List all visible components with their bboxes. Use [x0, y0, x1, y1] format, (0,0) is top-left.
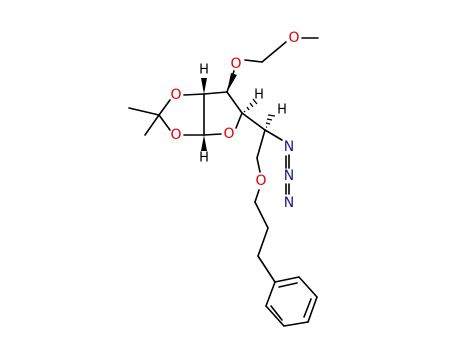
bond-cq-me2 [144, 114, 160, 136]
atom-o-mom: O [230, 56, 241, 72]
atom-o-dioxolane-bottom: O [170, 127, 181, 143]
bond-c3-c2 [203, 91, 228, 95]
bond-c5-n [264, 129, 283, 141]
bond-c4-oring [235, 112, 243, 129]
bond-ph-6 [265, 281, 276, 307]
bond-otop-cq [158, 99, 171, 116]
atom-o-dioxolane-top: O [170, 87, 181, 103]
bond-cc-ph [257, 255, 276, 283]
atom-h-c1: H [199, 151, 209, 166]
wedge-c1-h [201, 135, 207, 151]
atom-o-ether: O [255, 173, 266, 189]
stereo-bond-layer [201, 73, 276, 151]
atom-h-c5: H [277, 103, 287, 118]
hash-c5-h [265, 114, 276, 128]
atom-label-layer: O O O O O O N N N H H H H [170, 30, 299, 211]
bond-ph-5 [265, 305, 285, 327]
atom-n1: N [284, 139, 294, 155]
wedge-c3-o [227, 73, 237, 92]
bond-c2-otop [183, 93, 205, 96]
bond-oether-ca [254, 189, 260, 203]
bond-ph-2 [298, 276, 318, 298]
atom-h-c4: H [254, 88, 264, 103]
bond-ph-inner-1 [278, 282, 298, 288]
wedge-c2-h [201, 78, 207, 94]
bond-c4-c5 [241, 112, 266, 131]
bond-oring-c1 [203, 133, 222, 136]
bond-o-ch2 [261, 41, 287, 63]
bond-cq-me1 [128, 107, 160, 116]
hash-c4-h [243, 98, 258, 113]
atom-o-methoxy: O [288, 30, 299, 46]
bond-ph-1 [274, 276, 300, 283]
bond-obottom-cq [158, 114, 171, 131]
bond-ph-4 [283, 321, 309, 327]
bond-ph-inner-2 [303, 298, 312, 318]
bond-c6-oether [256, 157, 261, 173]
atom-h-c2: H [199, 63, 209, 78]
bond-ph-3 [307, 296, 318, 323]
atom-o-ring: O [223, 126, 234, 142]
bond-layer [128, 37, 319, 327]
bond-ca-cb [254, 201, 269, 229]
atom-n3: N [284, 195, 294, 211]
bond-ch2-o [244, 59, 263, 63]
bond-cb-cc [257, 227, 269, 257]
atom-n2: N [284, 168, 294, 184]
bond-c5-c6 [256, 129, 266, 159]
bond-ph-inner-3 [270, 305, 283, 321]
bond-c3-c4 [226, 91, 243, 114]
